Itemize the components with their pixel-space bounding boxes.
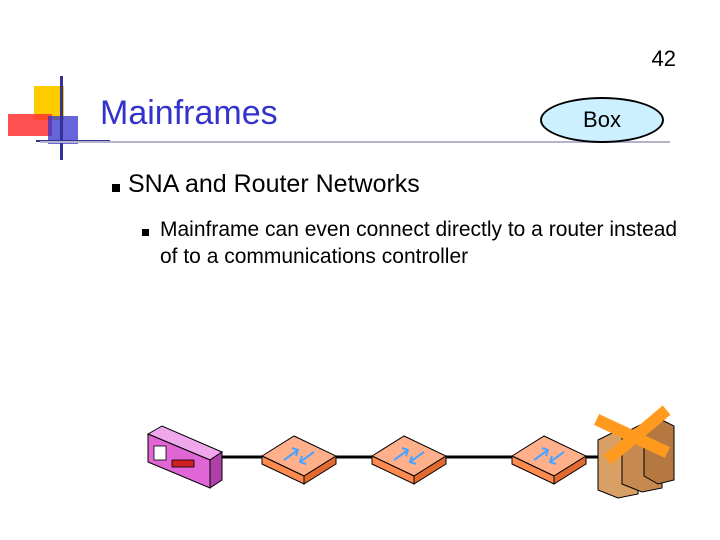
sub-bullet-marker — [142, 229, 149, 236]
router-icon — [510, 435, 588, 485]
slide-number: 42 — [651, 46, 676, 71]
title-underline — [40, 141, 670, 143]
bullet-text: SNA and Router Networks — [128, 170, 420, 198]
sub-bullet-text: Mainframe can even connect directly to a… — [160, 218, 678, 268]
mainframe-icon — [146, 425, 224, 489]
title-decoration-icon — [8, 76, 110, 160]
router-icon — [370, 435, 448, 485]
network-diagram — [146, 405, 675, 499]
bullet-marker — [112, 184, 120, 192]
server-cluster-icon — [594, 405, 675, 499]
router-icon — [260, 435, 338, 485]
page-title: Mainframes — [100, 94, 278, 132]
box-badge: Box — [540, 97, 664, 143]
